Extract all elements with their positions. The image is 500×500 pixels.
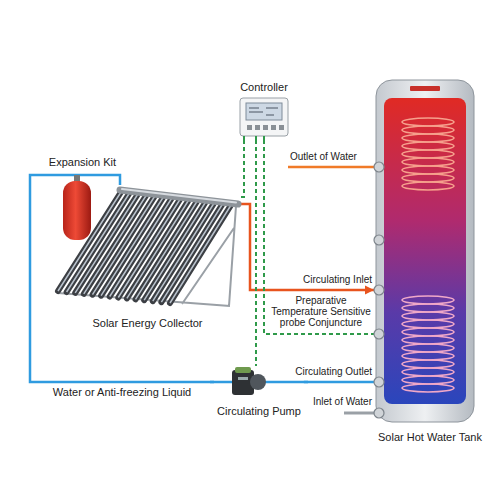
sensor-wire-line	[240, 140, 244, 197]
collector-node: Solar Energy Collector	[55, 185, 240, 330]
tank-node: Solar Hot Water Tank	[374, 72, 486, 444]
controller-screen	[246, 103, 282, 120]
component-name: Expansion Kit	[49, 155, 116, 169]
sensor-wire	[256, 140, 257, 366]
component-name: Circulating Pump	[217, 404, 301, 418]
pump-node: Circulating Pump	[214, 366, 304, 418]
port-label: Circulating Outlet	[284, 366, 372, 378]
arrow-head	[365, 286, 374, 295]
upper-coil	[402, 118, 454, 190]
controller-node: Controller	[236, 80, 292, 140]
screen-marks	[249, 108, 278, 115]
port-label: Inlet of Water	[300, 396, 372, 408]
component-name: Solar Energy Collector	[92, 316, 202, 330]
expansion-vessel	[63, 181, 91, 240]
hot-pipe-line	[240, 204, 374, 290]
component-name: Controller	[240, 80, 288, 94]
component-name: Solar Hot Water Tank	[378, 430, 482, 444]
controller-buttons	[247, 125, 284, 130]
hot-water-tank	[374, 80, 474, 422]
collector-header	[120, 190, 238, 204]
sensor-wire-line	[264, 140, 374, 334]
sensor-wire-line	[255, 140, 257, 366]
pump-housing	[250, 374, 266, 390]
sensor-wire	[240, 140, 244, 197]
port-label: Circulating Inlet	[288, 274, 372, 286]
sensor-cable-stubs	[244, 136, 264, 140]
return-pipe-line	[304, 381, 374, 384]
pump-plate	[238, 377, 248, 380]
controller-unit	[240, 98, 288, 140]
tank-shell	[376, 80, 474, 422]
fluid-label: Water or Anti-freezing Liquid	[51, 386, 193, 399]
controller-case	[240, 98, 288, 136]
port-label: Outlet of Water	[290, 151, 372, 163]
return-pipe	[304, 382, 374, 383]
header-highlight	[122, 189, 236, 203]
circulating-pump	[210, 367, 308, 395]
hot-water-outlet-pipe	[288, 166, 376, 169]
cold-water-inlet-pipe	[344, 412, 376, 415]
hot-pipe	[240, 204, 374, 295]
pump-cap	[235, 367, 251, 373]
tank-water	[384, 98, 466, 404]
sensor-wire	[264, 140, 374, 334]
lower-coil	[402, 296, 454, 392]
sensor-label: Preparative Temperature Sensitive probe …	[268, 295, 374, 328]
expansion-neck	[74, 175, 80, 182]
tank-ports	[374, 162, 384, 418]
expansion-kit-node: Expansion Kit	[45, 155, 120, 243]
expansion-tank	[63, 175, 91, 240]
tank-logo	[410, 86, 440, 91]
